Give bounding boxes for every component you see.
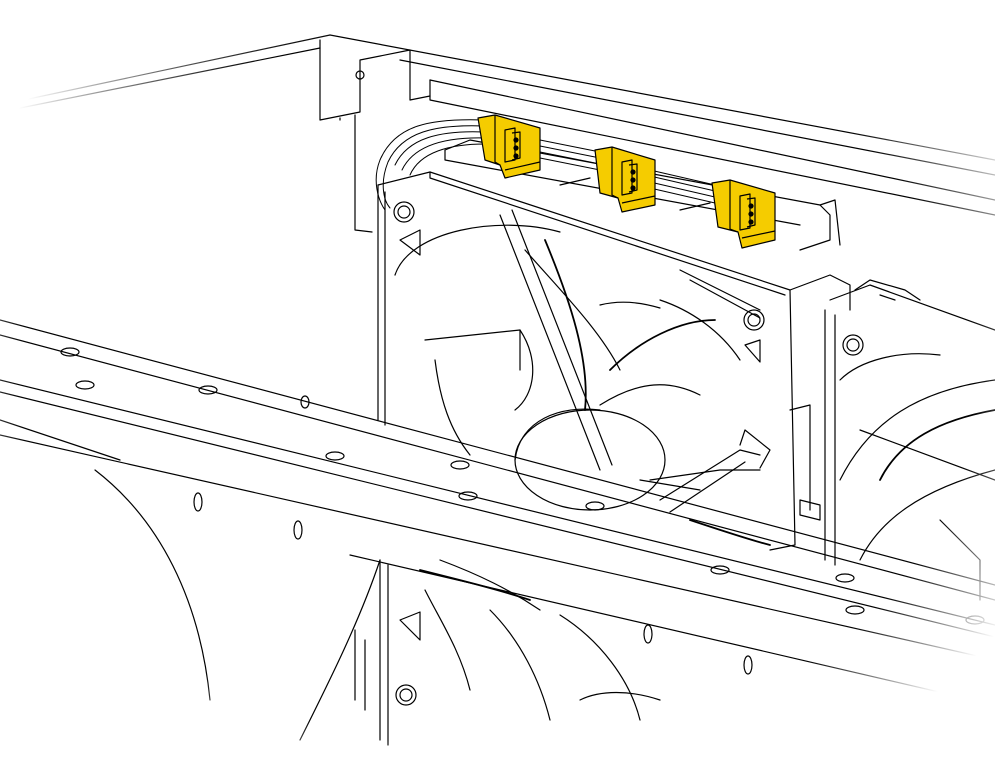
fan-assembly-drawing (0, 0, 995, 764)
vignette-overlay (0, 0, 995, 764)
technical-illustration (0, 0, 995, 764)
